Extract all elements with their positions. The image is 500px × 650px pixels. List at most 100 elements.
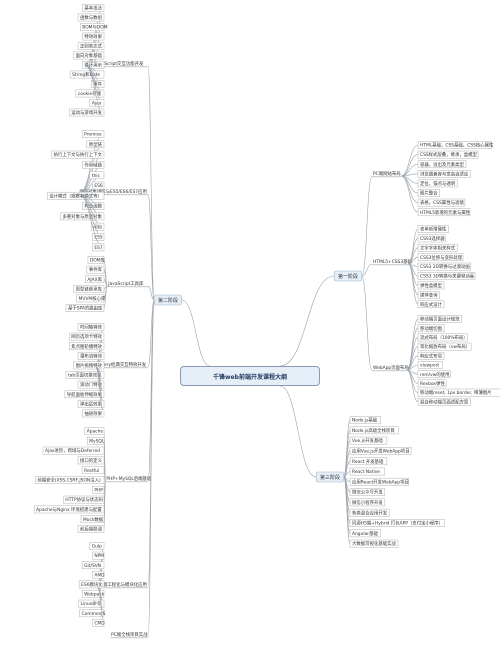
leaf-label: 表单新增属性: [420, 226, 447, 233]
leaf-label: 媒体查询: [420, 291, 438, 298]
leaf-label: 移动端切图: [420, 325, 443, 332]
connector: [406, 369, 419, 393]
leaf-box: [81, 466, 105, 475]
leaf-box: [349, 426, 399, 435]
leaf-label: 运动与游戏开发: [71, 109, 102, 116]
leaf-box: [417, 290, 440, 299]
leaf-label: 响应式设计: [420, 301, 443, 308]
leaf-label: NPM: [94, 553, 104, 559]
leaf-label: HTML基础，CSS基础，CSS核心属性: [420, 142, 494, 149]
leaf-label: 图片拖拽特效: [76, 362, 103, 369]
leaf-box: [349, 519, 445, 527]
leaf-label: Linux命令: [80, 600, 101, 607]
leaf-box: [349, 488, 386, 496]
leaf-box: [92, 243, 105, 252]
leaf-label: 各类混合应用开发: [352, 509, 388, 516]
leaf-box: [33, 505, 105, 514]
leaf-label: CommonJS: [82, 611, 106, 617]
leaf-label: 微信小程序开发: [352, 499, 383, 506]
leaf-box: [65, 304, 105, 312]
leaf-box: [82, 161, 105, 169]
leaf-box: [417, 169, 471, 178]
leaf-box: [81, 590, 105, 598]
leaf-box: [417, 281, 445, 290]
leaf-label: CSS3位移与变形处理: [420, 254, 463, 261]
leaf-label: MVVM核心库: [79, 295, 106, 302]
leaf-label: 接口的定义: [80, 457, 103, 464]
leaf-box: [417, 272, 476, 280]
leaf-box: [417, 397, 471, 406]
leaf-box: [349, 498, 386, 507]
leaf-label: Ajax进阶，跨域与Deferred: [45, 447, 100, 454]
leaf-label: 前后端联调: [80, 526, 103, 533]
leaf-box: [77, 380, 105, 389]
leaf-box: [75, 89, 105, 98]
connector: [408, 228, 419, 265]
leaf-label: 同源H5端+Hybrid 打包APP（支付宝小程序）: [352, 520, 443, 527]
leaf-box: [92, 570, 105, 579]
root-title: 千锋web前端开发课程大纲: [213, 373, 287, 381]
leaf-label: 函数与数组: [80, 14, 103, 21]
leaf-label: this: [92, 173, 101, 179]
leaf-box: [417, 388, 500, 397]
leaf-label: Restful: [84, 468, 99, 474]
leaf-box: [84, 427, 105, 435]
leaf-label: 弹性盒模型: [420, 282, 443, 289]
branch-label: JavaScript工具库: [107, 280, 144, 287]
leaf-label: 应用Vue.js开发WebApp项目: [352, 448, 410, 455]
leaf-label: 时间轴特效: [80, 324, 103, 331]
branch-label: WebApp页面布局: [373, 364, 409, 371]
leaf-box: [78, 580, 105, 589]
connector: [361, 275, 373, 371]
leaf-label: rem/vw的使用: [420, 371, 450, 378]
leaf-box: [77, 351, 105, 360]
leaf-label: CSS样式层叠，继承，盒模型: [420, 151, 478, 158]
leaf-label: 多重对象与原型对象: [62, 213, 102, 220]
leaf-box: [349, 508, 390, 517]
branch-label: HTML5+CSS3基础: [373, 258, 413, 265]
leaf-box: [92, 181, 105, 190]
leaf-box: [417, 333, 468, 342]
leaf-label: Node.js高级全栈项目: [352, 427, 395, 434]
leaf-label: String和Date: [72, 71, 100, 78]
leaf-box: [417, 234, 446, 243]
leaf-label: ES6: [94, 183, 103, 189]
leaf-box: [86, 436, 105, 445]
leaf-label: 面向对象基础: [76, 52, 103, 59]
branch-label: jQuery经典交互特效开发: [95, 361, 146, 368]
connector: [147, 193, 155, 301]
branch-label: PC端全栈项目实战: [111, 631, 148, 638]
leaf-label: 闭包: [93, 223, 102, 230]
leaf-label: CSS3 2D转换与过渡动画: [420, 263, 470, 270]
leaf-box: [85, 275, 105, 284]
connector: [400, 175, 419, 213]
leaf-label: AJAX库: [87, 276, 102, 283]
stage-label: 第二阶段: [158, 297, 178, 304]
leaf-label: tab页面切换效果: [68, 372, 102, 379]
leaf-label: React 开发基础: [352, 458, 384, 465]
leaf-box: [92, 551, 105, 560]
leaf-box: [417, 243, 458, 252]
leaf-label: 混合移动端页面适配方案: [420, 398, 469, 405]
leaf-label: Git/SVN: [84, 563, 101, 569]
leaf-box: [417, 342, 472, 351]
leaf-box: [60, 212, 105, 221]
leaf-label: 事件: [93, 81, 102, 88]
leaf-box: [417, 324, 445, 333]
connector: [408, 263, 419, 296]
leaf-label: 事件库: [89, 266, 103, 273]
branch-label: 前端工程化与模块化应用: [99, 581, 147, 588]
leaf-label: Vue.js开发基础: [352, 437, 383, 444]
connector: [147, 285, 155, 301]
leaf-box: [417, 198, 466, 207]
leaf-label: Webpack: [84, 592, 104, 598]
leaf-box: [51, 150, 105, 159]
connector: [103, 285, 108, 309]
leaf-box: [68, 342, 105, 351]
leaf-label: 原型链: [89, 141, 103, 148]
leaf-box: [417, 225, 449, 233]
leaf-label: ES6模块化: [81, 581, 103, 588]
leaf-box: [417, 208, 471, 217]
leaf-label: React Native: [352, 469, 380, 475]
